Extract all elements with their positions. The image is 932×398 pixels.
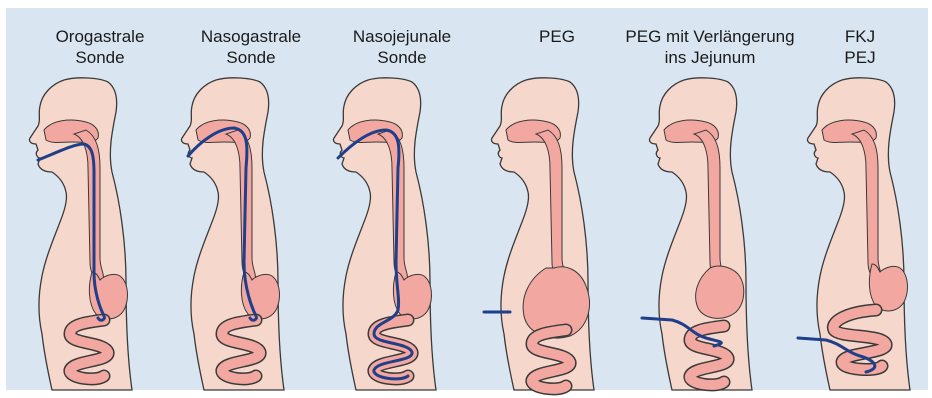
figure-orogastric <box>29 78 132 390</box>
figure-peg <box>484 78 594 390</box>
figure-peg-jejunum <box>642 78 752 390</box>
figure-fkj-pej <box>798 78 910 390</box>
figure-nasogastric <box>181 78 284 390</box>
figure-nasojejunal <box>333 78 436 390</box>
